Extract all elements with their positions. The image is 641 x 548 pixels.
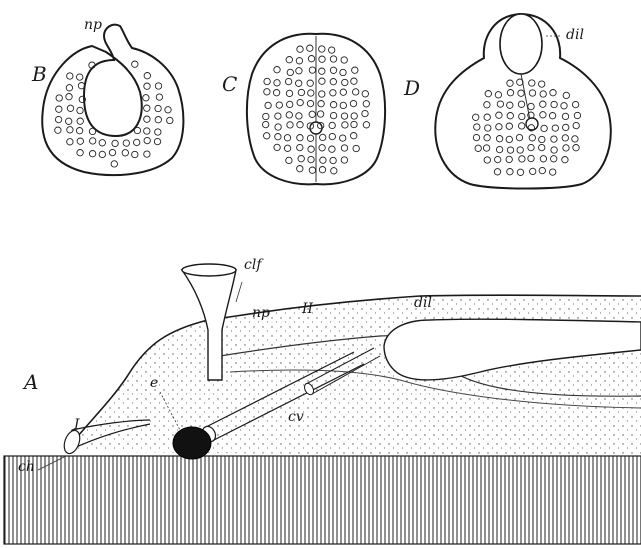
label-e: e — [150, 376, 158, 390]
label-nerve-II: II — [302, 302, 313, 316]
panel-label-d: D — [404, 78, 420, 98]
panel-label-c: C — [222, 74, 237, 94]
panel-c-section — [247, 34, 385, 184]
label-np-top: np — [84, 18, 102, 32]
label-cv: cv — [288, 410, 304, 424]
label-dil-top: dil — [566, 28, 584, 42]
panel-d-section — [435, 14, 610, 189]
panel-label-b: B — [32, 64, 47, 84]
panel-b-cells — [55, 61, 173, 167]
label-np: np — [252, 306, 270, 320]
label-clf: clf — [244, 258, 262, 272]
label-nerve-I: I — [74, 418, 80, 432]
panel-b-section — [42, 25, 183, 175]
panel-label-a: A — [24, 372, 38, 392]
label-dil: dil — [414, 296, 432, 310]
label-ch: ch — [18, 460, 35, 474]
